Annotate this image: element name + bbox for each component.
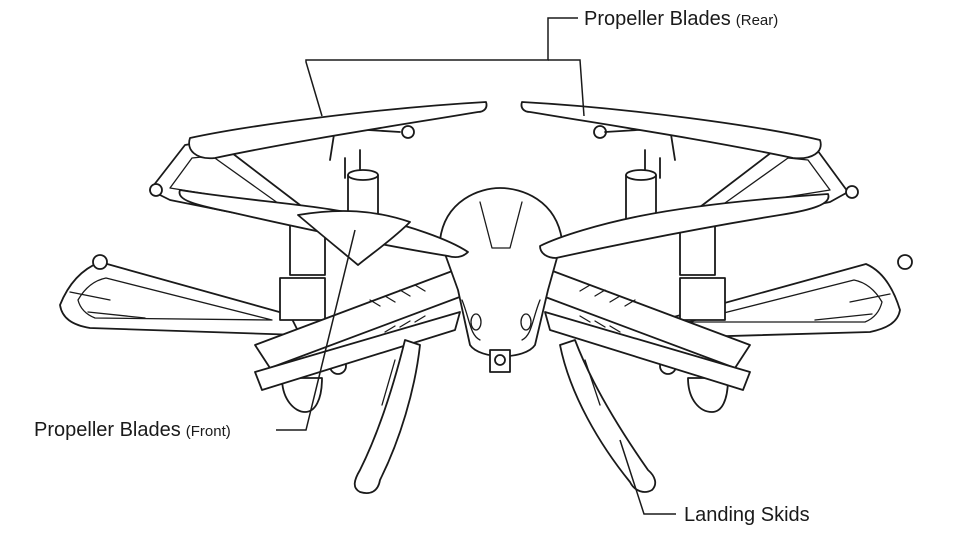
front-propeller-label: Propeller Blades(Front) [34, 419, 231, 441]
skids-leader [619, 439, 676, 515]
front-leader [276, 229, 356, 431]
front-right-motor [679, 214, 729, 413]
front-left-propeller [178, 189, 469, 266]
left-arms [254, 269, 466, 391]
rear-propeller-label: Propeller Blades(Rear) [584, 8, 778, 30]
drone-body [439, 187, 563, 373]
landing-skids-label: Landing Skids [684, 504, 810, 526]
rear-left-propeller [188, 101, 488, 160]
front-right-propeller [539, 193, 830, 259]
rear-right-propeller [520, 101, 822, 160]
left-prop-guard [59, 254, 347, 375]
rear-leader [305, 17, 585, 117]
landing-skids [353, 339, 657, 494]
right-arms [539, 269, 751, 391]
